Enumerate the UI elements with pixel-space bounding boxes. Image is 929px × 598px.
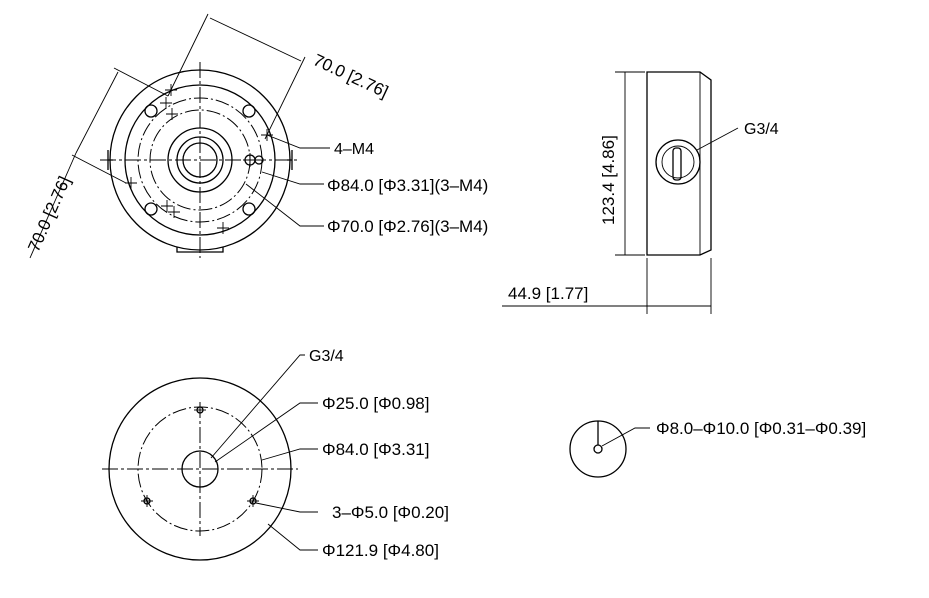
top-view: 70.0 [2.76] 70.0 [2.76] 4–M4 Φ84.0 [Φ3.3… (24, 13, 488, 259)
dim-70-vertical: 70.0 [2.76] (24, 67, 169, 259)
label-g34-side: G3/4 (744, 121, 779, 138)
mount-hole (242, 202, 256, 216)
dim-horizontal-label: 70.0 [2.76] (310, 50, 391, 101)
label-4-m4: 4–M4 (334, 141, 374, 158)
label-g34-bottom: G3/4 (309, 348, 344, 365)
leader-phi84 (261, 171, 324, 185)
hole-crosshairs (125, 84, 273, 234)
gland-slot (672, 147, 682, 181)
dim-vertical-label: 70.0 [2.76] (24, 174, 74, 255)
leader-cable (601, 427, 650, 447)
mount-hole (144, 202, 158, 216)
bottom-hole-cross (247, 495, 259, 507)
gland-outer (655, 139, 701, 185)
leader-phi70 (245, 183, 324, 227)
bottom-view: G3/4 Φ25.0 [Φ0.98] Φ84.0 [Φ3.31] 3–Φ5.0 … (102, 348, 449, 561)
label-phi121: Φ121.9 [Φ4.80] (322, 541, 439, 560)
leader-phi25 (214, 402, 318, 463)
side-view: G3/4 123.4 [4.86] 44.9 [1.77] (502, 71, 779, 314)
detail-cable-hole (593, 444, 603, 454)
dim-70-horizontal: 70.0 [2.76] (167, 13, 391, 140)
leader-holes-bottom (255, 502, 318, 513)
label-phi25: Φ25.0 [Φ0.98] (322, 394, 429, 413)
mount-hole (144, 104, 158, 118)
leader-g34-bottom (210, 354, 305, 459)
bottom-hole-cross (141, 495, 153, 507)
label-phi84-top: Φ84.0 [Φ3.31](3–M4) (327, 176, 488, 195)
label-phi84-bottom: Φ84.0 [Φ3.31] (322, 440, 429, 459)
leader-holes (266, 134, 330, 149)
label-holes-bottom: 3–Φ5.0 [Φ0.20] (332, 503, 449, 522)
dim-height-label: 123.4 [4.86] (599, 135, 618, 225)
leader-phi84-bottom (261, 448, 318, 461)
leader-phi121 (267, 523, 318, 551)
leader-g34-side (696, 127, 739, 151)
gland-inner (661, 145, 695, 179)
mount-hole (242, 104, 256, 118)
dim-depth-label: 44.9 [1.77] (508, 284, 588, 303)
label-cable-range: Φ8.0–Φ10.0 [Φ0.31–Φ0.39] (656, 419, 866, 438)
detail-view: Φ8.0–Φ10.0 [Φ0.31–Φ0.39] (569, 419, 866, 478)
label-phi70-top: Φ70.0 [Φ2.76](3–M4) (327, 217, 488, 236)
